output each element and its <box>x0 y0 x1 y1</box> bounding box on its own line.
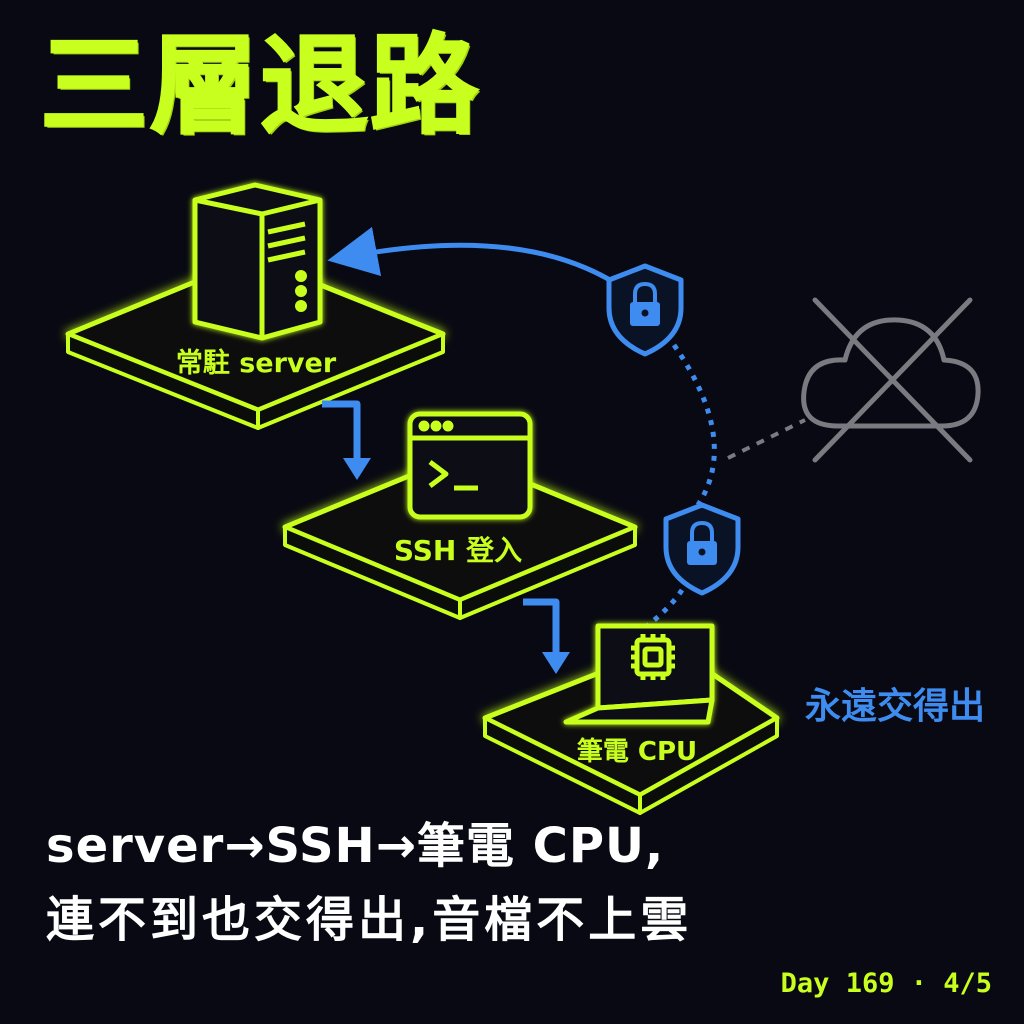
page-indicator: Day 169 · 4/5 <box>780 968 992 999</box>
step-arrow-icon <box>523 598 560 652</box>
server-tower-icon <box>192 182 323 341</box>
always-deliverable-label: 永遠交得出 <box>805 685 985 727</box>
caption-line-1: server→SSH→筆電 CPU, <box>46 818 665 874</box>
return-arc-dotted-lower <box>646 588 685 627</box>
node-label-ssh: SSH 登入 <box>394 534 522 567</box>
caption-line-2: 連不到也交得出,音檔不上雲 <box>46 892 693 948</box>
step-arrowhead <box>343 458 371 480</box>
shield-lock-icon <box>606 263 684 357</box>
crossed-out-cloud-icon <box>801 297 981 463</box>
shield-lock-icon <box>663 502 741 596</box>
cloud-dashed-link <box>727 418 806 460</box>
step-arrow-icon <box>322 400 361 458</box>
step-arrowhead <box>542 652 570 674</box>
platform-server <box>65 255 446 430</box>
node-label-server: 常駐 server <box>176 348 337 379</box>
platform-ssh <box>282 452 638 620</box>
terminal-window-icon <box>407 411 533 520</box>
laptop-cpu-icon <box>563 623 715 725</box>
return-arc-dotted <box>671 343 717 507</box>
page-title: 三層退路 <box>39 23 481 150</box>
return-arc-arrow <box>327 226 617 286</box>
node-label-laptop: 筆電 CPU <box>577 737 697 767</box>
